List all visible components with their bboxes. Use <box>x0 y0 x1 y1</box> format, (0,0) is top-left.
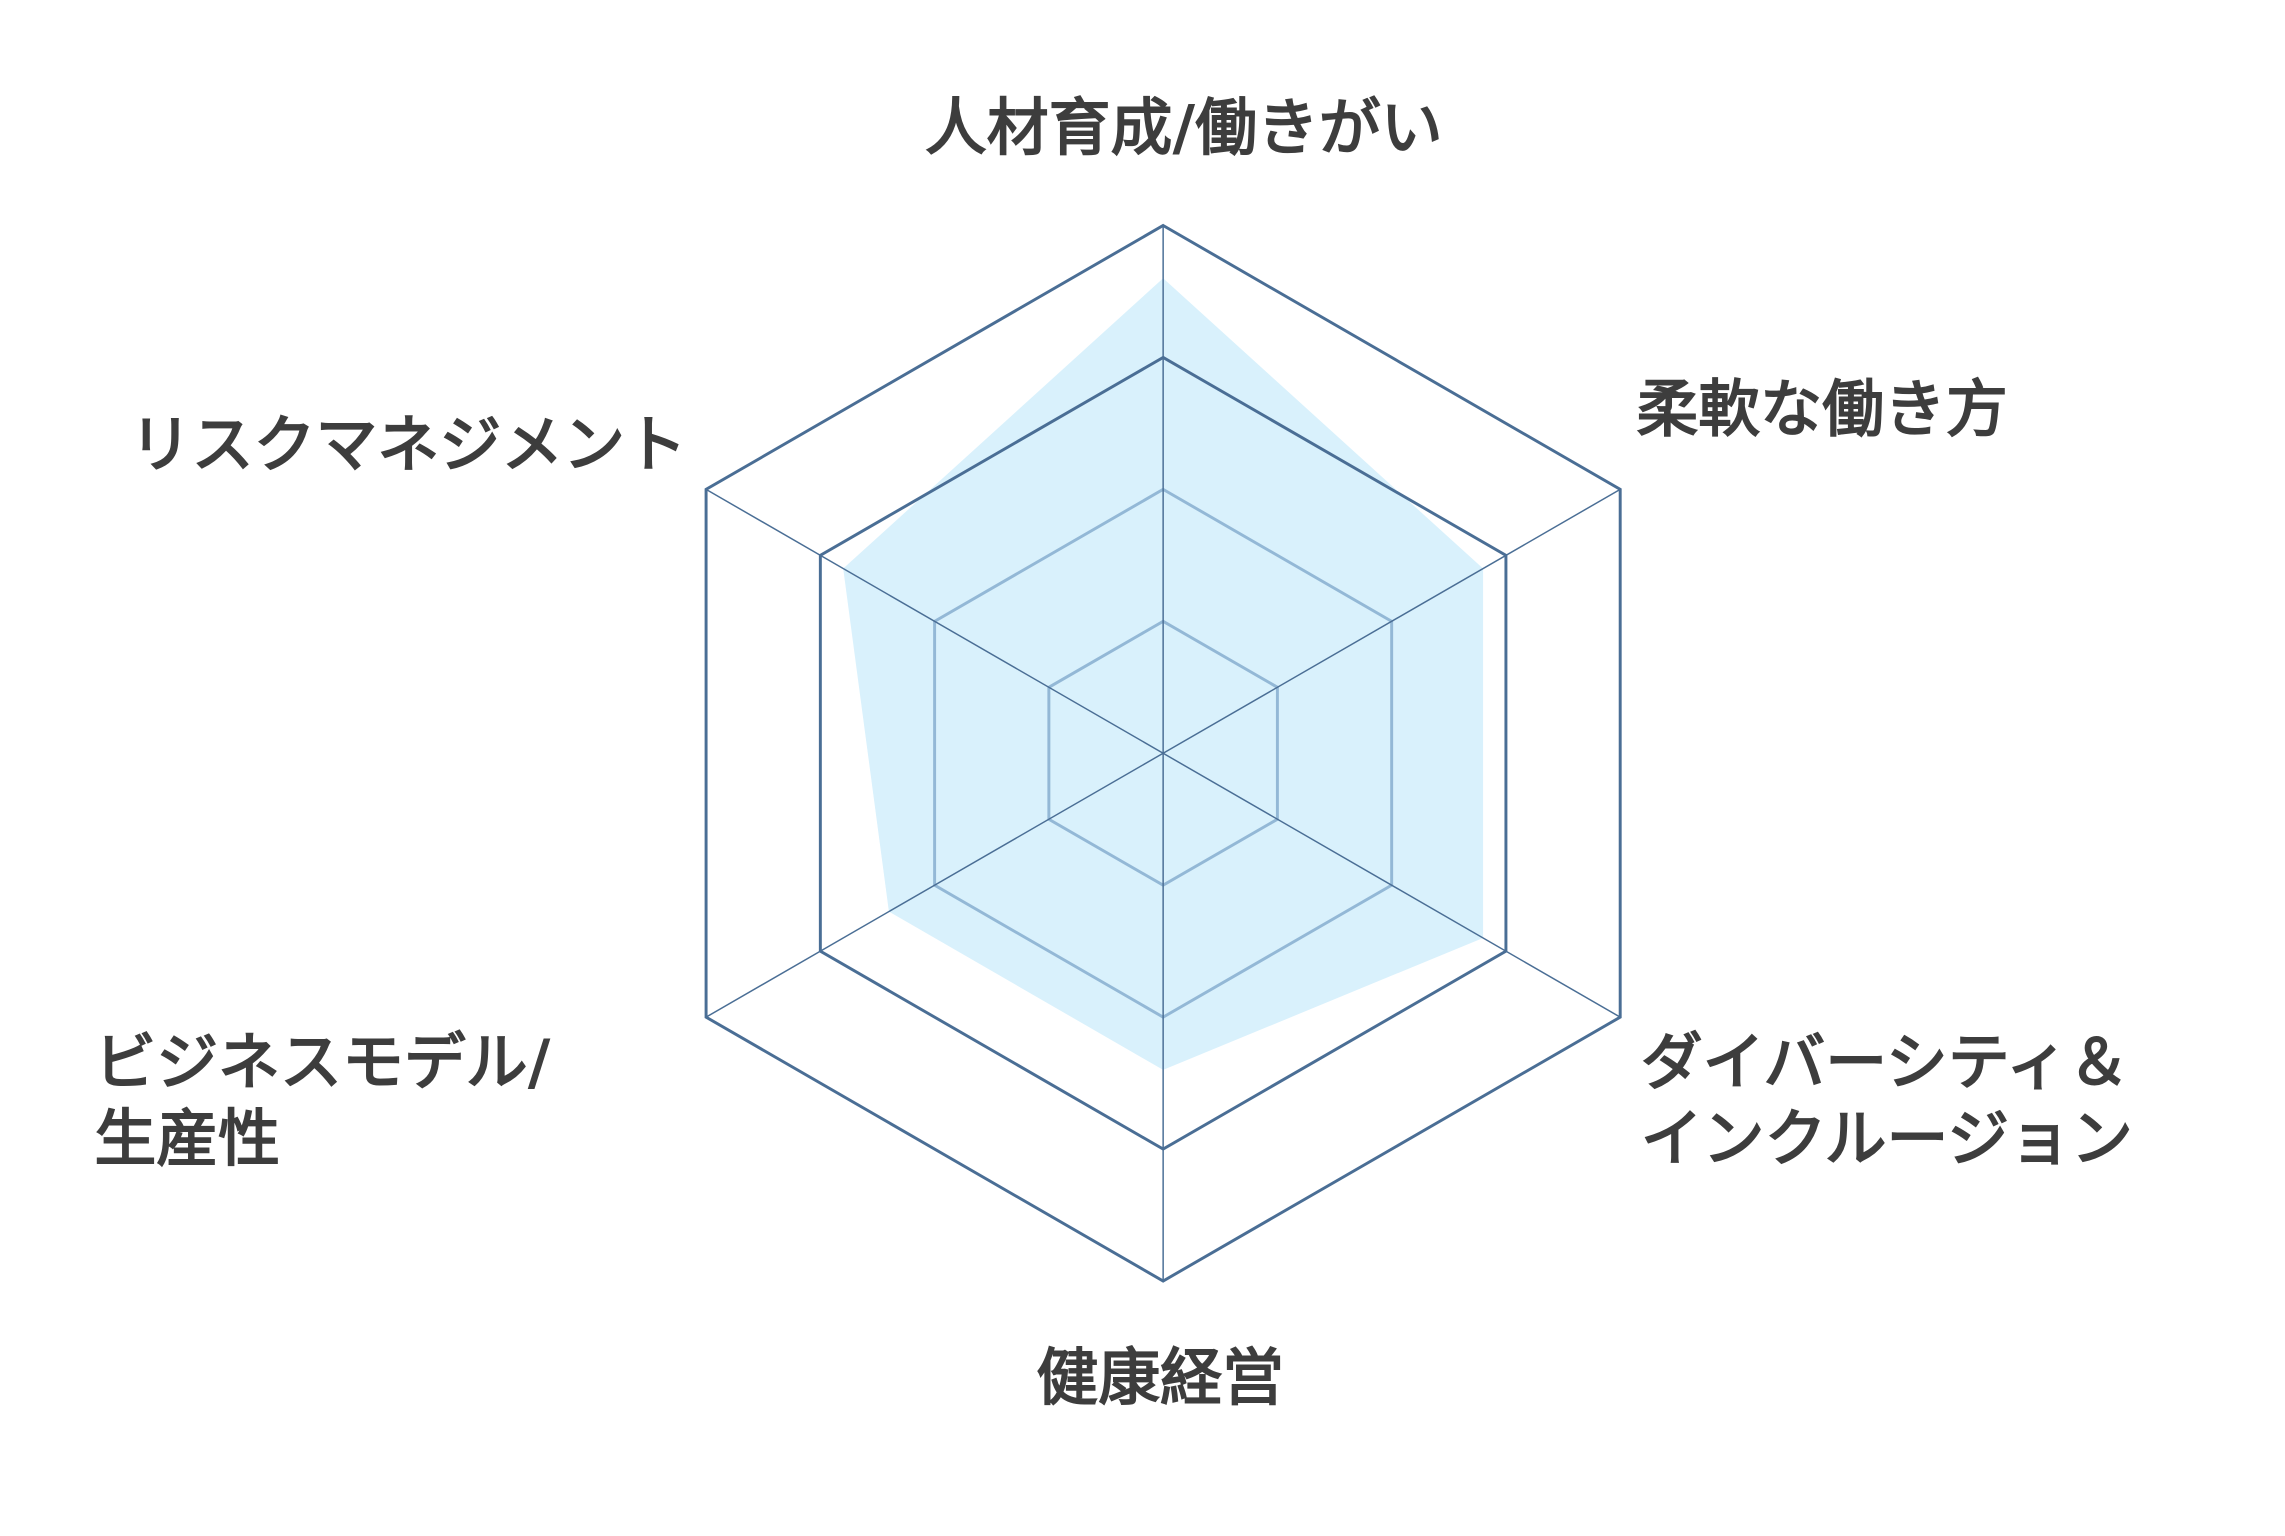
axis-spoke-5 <box>705 488 1164 754</box>
axis-label-diversity-line1: ダイバーシティ＆ <box>1641 1026 2130 1098</box>
axis-spoke-2 <box>1162 752 1621 1018</box>
axis-label-risk-management: リスクマネジメント <box>130 409 687 481</box>
axis-label-business-model-line2: 生産性 <box>94 1103 280 1175</box>
axis-label-health: 健康経営 <box>1036 1342 1284 1414</box>
axis-spoke-4 <box>705 752 1164 1018</box>
axis-spoke-1 <box>1162 488 1621 754</box>
axis-label-talent: 人材育成/働きがい <box>925 92 1443 164</box>
axis-label-flexible-work: 柔軟な働き方 <box>1636 373 2007 445</box>
axis-label-business-model-line1: ビジネスモデル/ <box>94 1026 550 1098</box>
axis-label-diversity-line2: インクルージョン <box>1641 1103 2133 1175</box>
